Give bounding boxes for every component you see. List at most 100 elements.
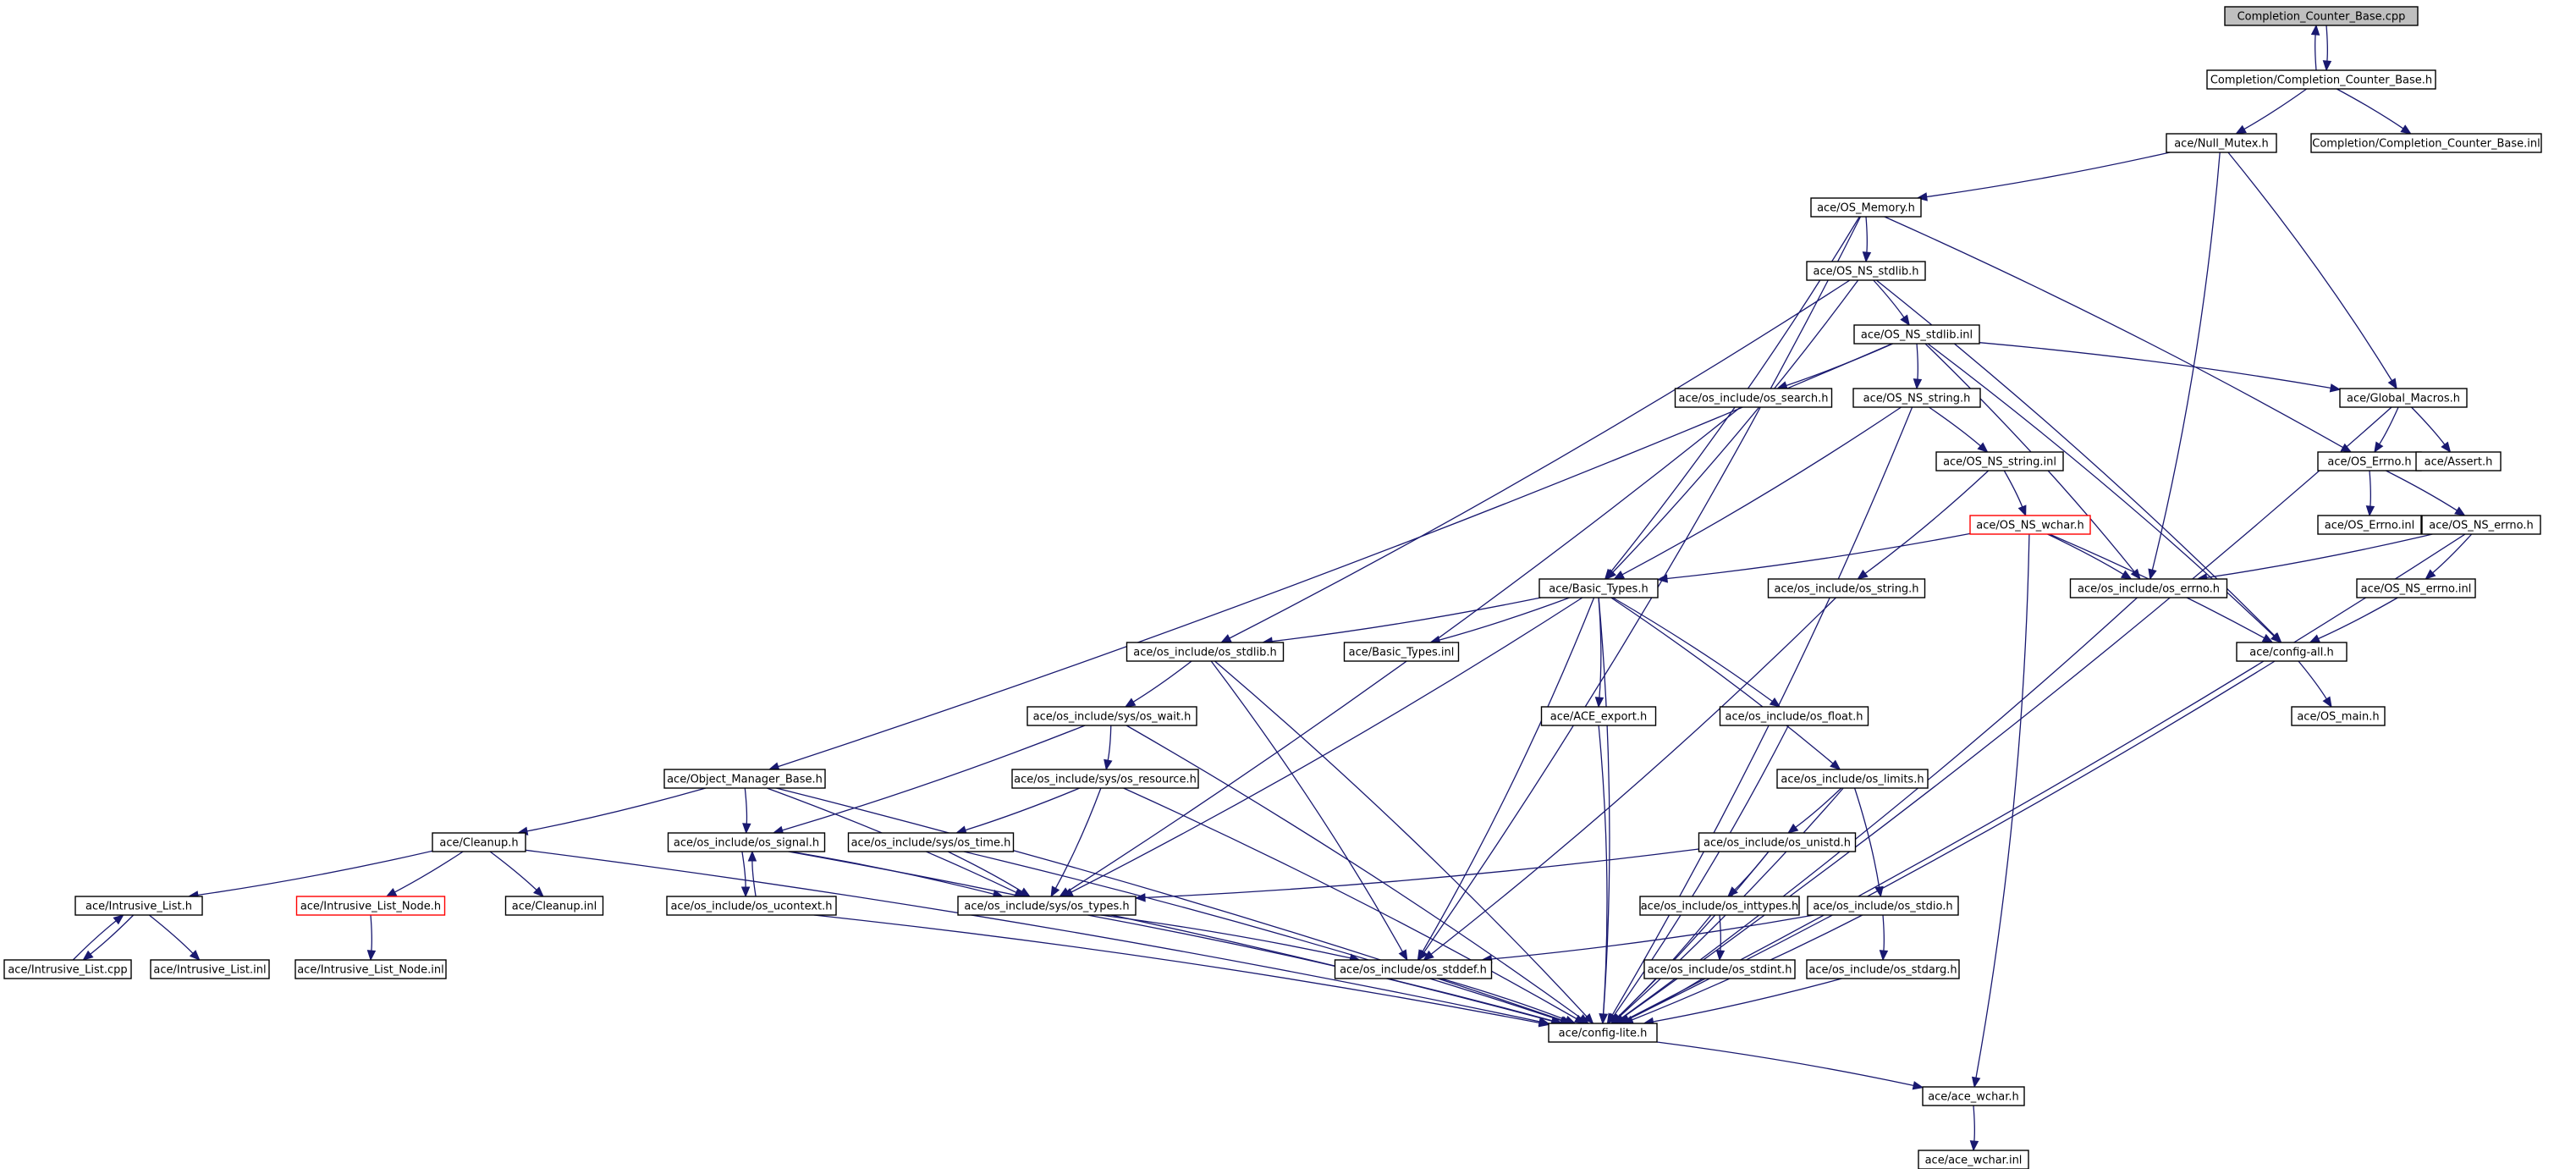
node-os-unistd[interactable]: ace/os_include/os_unistd.h xyxy=(1698,832,1857,852)
node-box xyxy=(2069,578,2228,598)
node-cleanup-inl[interactable]: ace/Cleanup.inl xyxy=(504,896,604,916)
node-os-stdint[interactable]: ace/os_include/os_stdint.h xyxy=(1643,959,1796,979)
node-os-stddef[interactable]: ace/os_include/os_stddef.h xyxy=(1334,959,1493,979)
arrowhead-icon xyxy=(2441,441,2452,454)
dependency-edge xyxy=(1598,597,1610,1015)
node-config-lite[interactable]: ace/config-lite.h xyxy=(1548,1023,1658,1043)
node-os-ns-errno-inl[interactable]: ace/OS_NS_errno.inl xyxy=(2356,578,2476,598)
node-os-ns-stdlib-h[interactable]: ace/OS_NS_stdlib.h xyxy=(1806,261,1926,281)
node-box xyxy=(2421,515,2541,535)
node-box xyxy=(2224,6,2419,26)
node-label: ace/os_include/os_limits.h xyxy=(1781,774,1924,786)
node-assert-h[interactable]: ace/Assert.h xyxy=(2415,451,2502,471)
node-os-search[interactable]: ace/os_include/os_search.h xyxy=(1674,388,1833,408)
dependency-edge xyxy=(2206,533,2433,579)
node-os-string-h[interactable]: ace/os_include/os_string.h xyxy=(1767,578,1926,598)
node-os-ns-wchar[interactable]: ace/OS_NS_wchar.h xyxy=(1969,515,2091,535)
dependency-edge xyxy=(1929,406,1981,447)
node-intrusive-list-cpp[interactable]: ace/Intrusive_List.cpp xyxy=(3,959,132,979)
node-box xyxy=(1807,896,1959,916)
node-intrusive-list-inl[interactable]: ace/Intrusive_List.inl xyxy=(150,959,270,979)
node-global-macros[interactable]: ace/Global_Macros.h xyxy=(2339,388,2468,408)
node-osinc-stdlib[interactable]: ace/os_include/os_stdlib.h xyxy=(1126,642,1285,662)
node-label: ace/Intrusive_List.inl xyxy=(153,964,266,977)
dependency-edge xyxy=(741,851,746,888)
arrowhead-icon xyxy=(1582,1013,1594,1024)
arrowhead-icon xyxy=(1538,1018,1550,1028)
dependency-edge xyxy=(1882,914,1885,951)
node-os-ns-stdlib-inl[interactable]: ace/OS_NS_stdlib.inl xyxy=(1853,324,1980,345)
node-os-time[interactable]: ace/os_include/sys/os_time.h xyxy=(847,832,1015,852)
node-intrusive-list-h[interactable]: ace/Intrusive_List.h xyxy=(74,896,203,916)
node-label: ace/os_include/os_string.h xyxy=(1774,583,1918,596)
node-os-ns-string-inl[interactable]: ace/OS_NS_string.inl xyxy=(1935,451,2064,471)
arrowhead-icon xyxy=(366,950,377,962)
node-os-inttypes[interactable]: ace/os_include/os_inttypes.h xyxy=(1639,896,1800,916)
dependency-edge xyxy=(965,787,1081,831)
node-os-ns-string-h[interactable]: ace/OS_NS_string.h xyxy=(1852,388,1981,408)
node-os-stdarg[interactable]: ace/os_include/os_stdarg.h xyxy=(1806,959,1960,979)
node-box xyxy=(1011,769,1199,789)
arrowhead-icon xyxy=(1977,442,1989,453)
node-os-limits[interactable]: ace/os_include/os_limits.h xyxy=(1776,769,1929,789)
node-basic-types-h[interactable]: ace/Basic_Types.h xyxy=(1538,578,1659,598)
arrowhead-icon xyxy=(1050,885,1060,898)
dependency-edge xyxy=(489,851,537,891)
dependency-edge xyxy=(2003,470,2023,508)
node-ace-wchar-inl[interactable]: ace/ace_wchar.inl xyxy=(1918,1150,2029,1169)
dependency-edge xyxy=(2432,533,2473,574)
node-basic-types-inl[interactable]: ace/Basic_Types.inl xyxy=(1343,642,1460,662)
node-label: ace/os_include/os_float.h xyxy=(1725,711,1863,724)
node-root[interactable]: Completion_Counter_Base.cpp xyxy=(2224,6,2419,26)
node-label: ace/Global_Macros.h xyxy=(2347,393,2460,405)
node-label: ace/ace_wchar.inl xyxy=(1925,1155,2023,1167)
node-cleanup-h[interactable]: ace/Cleanup.h xyxy=(432,832,526,852)
dependency-edge xyxy=(1054,787,1102,889)
node-ccb-h[interactable]: Completion/Completion_Counter_Base.h xyxy=(2206,69,2436,90)
arrowhead-icon xyxy=(2235,124,2247,135)
node-null-mutex[interactable]: ace/Null_Mutex.h xyxy=(2166,133,2277,153)
node-os-memory[interactable]: ace/OS_Memory.h xyxy=(1810,197,1922,218)
node-ace-wchar-h[interactable]: ace/ace_wchar.h xyxy=(1922,1086,2025,1106)
node-os-wait[interactable]: ace/os_include/sys/os_wait.h xyxy=(1027,706,1197,726)
dependency-edge xyxy=(1621,597,2138,1019)
node-config-all[interactable]: ace/config-all.h xyxy=(2236,642,2348,662)
node-os-ns-errno-h[interactable]: ace/OS_NS_errno.h xyxy=(2421,515,2541,535)
node-os-main[interactable]: ace/OS_main.h xyxy=(2291,706,2386,726)
node-os-float[interactable]: ace/os_include/os_float.h xyxy=(1719,706,1869,726)
node-label: ace/Cleanup.inl xyxy=(512,901,597,913)
node-box xyxy=(1767,578,1926,598)
dependency-edge xyxy=(1865,216,1868,253)
dependency-edge xyxy=(1653,978,1842,1023)
node-intrusive-list-node-h[interactable]: ace/Intrusive_List_Node.h xyxy=(295,896,446,916)
node-box xyxy=(1776,769,1929,789)
node-os-types[interactable]: ace/os_include/sys/os_types.h xyxy=(957,896,1137,916)
arrowhead-icon xyxy=(189,950,201,961)
node-obj-mgr-base[interactable]: ace/Object_Manager_Base.h xyxy=(663,769,826,789)
node-box xyxy=(1540,706,1657,726)
node-osinc-errno[interactable]: ace/os_include/os_errno.h xyxy=(2069,578,2228,598)
node-os-errno-inl[interactable]: ace/OS_Errno.inl xyxy=(2317,515,2422,535)
node-os-errno-h[interactable]: ace/OS_Errno.h xyxy=(2317,451,2422,471)
node-box xyxy=(295,896,446,916)
node-box xyxy=(1810,197,1922,218)
node-ace-export[interactable]: ace/ACE_export.h xyxy=(1540,706,1657,726)
edge-layer xyxy=(72,24,2473,1152)
node-os-signal[interactable]: ace/os_include/os_signal.h xyxy=(667,832,826,852)
node-label: ace/os_include/sys/os_resource.h xyxy=(1014,774,1197,786)
node-os-stdio[interactable]: ace/os_include/os_stdio.h xyxy=(1807,896,1959,916)
node-os-ucontext[interactable]: ace/os_include/os_ucontext.h xyxy=(666,896,837,916)
node-label: ace/OS_NS_errno.h xyxy=(2429,520,2534,532)
node-os-resource[interactable]: ace/os_include/sys/os_resource.h xyxy=(1011,769,1199,789)
dependency-edge xyxy=(526,787,707,832)
arrowhead-icon xyxy=(1971,1076,1981,1089)
dependency-edge xyxy=(1973,1105,1975,1142)
node-box xyxy=(2206,69,2436,90)
node-box xyxy=(1918,1150,2029,1169)
node-intrusive-list-node-inl[interactable]: ace/Intrusive_List_Node.inl xyxy=(294,959,447,979)
arrowhead-icon xyxy=(1417,949,1427,962)
node-ccb-inl[interactable]: Completion/Completion_Counter_Base.inl xyxy=(2310,133,2542,153)
dependency-edge xyxy=(1430,597,1836,955)
node-label: ace/OS_NS_stdlib.inl xyxy=(1861,329,1973,342)
node-label: ace/ACE_export.h xyxy=(1550,711,1647,724)
